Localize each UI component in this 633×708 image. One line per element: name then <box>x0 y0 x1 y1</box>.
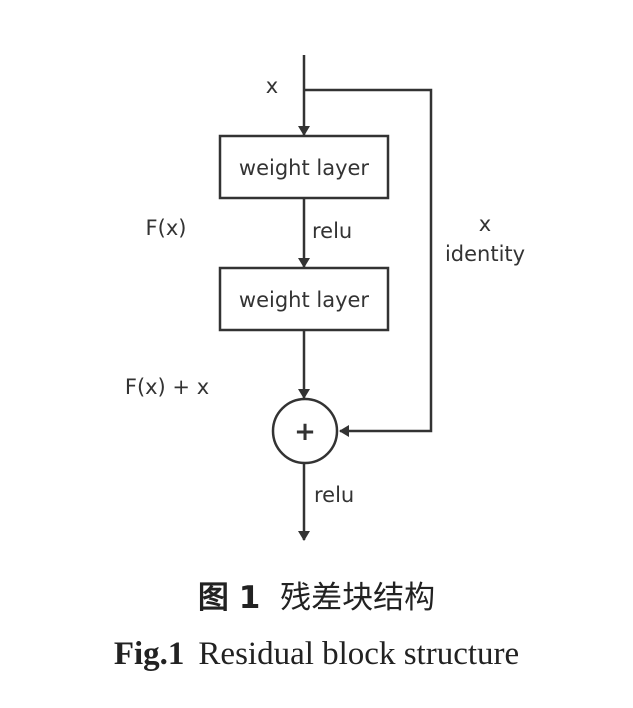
weight-layer-1-label: weight layer <box>239 156 370 180</box>
caption-en-prefix: Fig.1 <box>113 636 185 672</box>
caption-en-title: Residual block structure <box>198 636 520 672</box>
plus-icon: + <box>294 417 316 447</box>
weight-layer-2 <box>218 266 390 332</box>
input-x-label: x <box>266 74 278 98</box>
caption-cn-prefix: 图 <box>197 580 229 616</box>
weight-layer-1 <box>218 134 390 200</box>
identity-label: identity <box>445 242 525 266</box>
sum-label: F(x) + x <box>125 375 209 399</box>
identity-x-label: x <box>479 212 491 236</box>
caption-english: Fig.1 Residual block structure <box>0 636 633 673</box>
weight-layer-2-label: weight layer <box>239 288 370 312</box>
fx-label: F(x) <box>146 216 187 240</box>
relu-label-1: relu <box>312 219 352 243</box>
identity-skip-connection <box>304 88 433 437</box>
relu-label-2: relu <box>314 483 354 507</box>
caption-cn-title: 残差块结构 <box>280 580 436 616</box>
caption-chinese: 图 1 残差块结构 <box>0 572 633 617</box>
caption-cn-number: 1 <box>238 580 261 616</box>
